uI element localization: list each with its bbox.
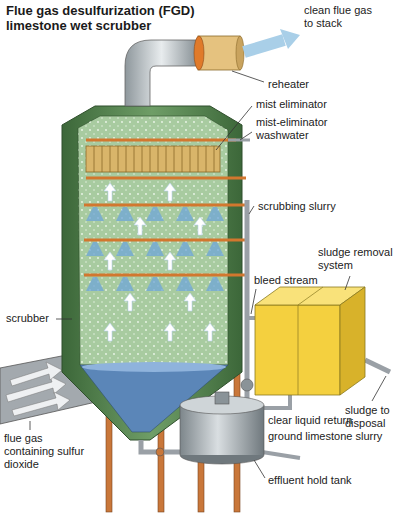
inlet-duct — [10, 362, 62, 386]
leader-lines — [249, 206, 254, 214]
spray-headers — [206, 207, 224, 221]
leader-lines — [216, 106, 252, 150]
spray-headers — [116, 277, 134, 291]
callout-label: scrubber — [6, 312, 56, 325]
gas-flow-arrows — [134, 217, 146, 235]
callout-label: sludge to disposal — [345, 404, 397, 430]
spray-headers — [84, 205, 247, 275]
leader-lines — [372, 376, 386, 401]
slurry-piping — [262, 452, 300, 458]
callout-label: flue gas containing sulfur dioxide — [4, 432, 92, 471]
leader-lines — [56, 319, 72, 320]
spray-headers — [176, 277, 194, 291]
stack-and-reheater — [194, 36, 204, 70]
leader-lines — [345, 276, 350, 290]
spray-headers — [146, 242, 164, 256]
callout-label: bleed stream — [254, 274, 324, 287]
stack-and-reheater — [236, 36, 244, 70]
spray-headers — [206, 242, 224, 256]
callout-label: sludge removal system — [318, 246, 396, 272]
stack-and-reheater — [125, 29, 300, 106]
gas-flow-arrows — [164, 323, 176, 341]
spray-headers — [176, 207, 194, 221]
callout-label: clear liquid return — [268, 414, 388, 427]
effluent-tank — [215, 392, 229, 404]
gas-flow-arrows — [124, 293, 136, 311]
spray-headers — [86, 207, 104, 221]
callout-label: effluent hold tank — [268, 474, 388, 487]
gas-flow-arrows — [204, 323, 216, 341]
spray-headers — [116, 242, 134, 256]
callout-label: reheater — [268, 78, 348, 91]
sludge-removal-box — [255, 305, 340, 395]
spray-headers — [206, 277, 224, 291]
slurry-piping — [365, 360, 390, 372]
spray-headers — [146, 207, 164, 221]
slurry-piping — [228, 139, 250, 142]
sludge-removal-box — [298, 287, 323, 395]
gas-flow-arrows — [104, 183, 216, 341]
leader-lines — [254, 460, 265, 478]
mist-eliminator — [86, 139, 236, 142]
spray-headers — [84, 205, 247, 291]
scrubber-tower — [62, 106, 242, 440]
sludge-removal-box — [255, 287, 365, 395]
stack-and-reheater — [125, 40, 198, 106]
scrubber-tower — [62, 106, 242, 440]
scrubber-tower — [82, 362, 226, 372]
gas-flow-arrows — [184, 293, 196, 311]
gas-flow-arrows — [164, 252, 176, 270]
slurry-piping — [262, 395, 290, 408]
slurry-piping — [241, 379, 253, 391]
leader-lines — [30, 421, 31, 430]
diagram-title: Flue gas desulfurization (FGD) limestone… — [6, 3, 236, 33]
mist-eliminator — [94, 146, 214, 172]
spray-headers — [146, 277, 164, 291]
effluent-tank — [180, 392, 264, 464]
mist-eliminator — [86, 146, 220, 172]
gas-flow-arrows — [104, 183, 116, 201]
spray-headers — [86, 242, 104, 256]
gas-flow-arrows — [104, 323, 116, 341]
gas-flow-arrows — [104, 252, 116, 270]
spray-headers — [116, 207, 134, 221]
callout-label: mist-eliminator washwater — [256, 116, 336, 142]
gas-flow-arrows — [164, 183, 176, 201]
stack-and-reheater — [280, 29, 300, 49]
callout-label: clean flue gas to stack — [304, 4, 384, 30]
leader-lines — [240, 132, 252, 140]
stack-and-reheater — [244, 40, 284, 52]
inlet-duct — [12, 392, 70, 416]
sludge-removal-box — [340, 287, 365, 395]
spray-headers — [176, 242, 194, 256]
mist-eliminator — [86, 177, 246, 180]
leader-lines — [251, 289, 256, 314]
callout-label: mist eliminator — [256, 98, 366, 111]
spray-headers — [86, 277, 104, 291]
slurry-piping — [156, 448, 164, 456]
callout-label: ground limestone slurry — [268, 430, 396, 443]
slurry-piping — [245, 200, 250, 400]
callout-label: scrubbing slurry — [258, 200, 368, 213]
effluent-tank — [180, 455, 264, 464]
leader-lines — [232, 71, 264, 82]
gas-flow-arrows — [194, 217, 206, 235]
mist-eliminator — [86, 140, 246, 178]
